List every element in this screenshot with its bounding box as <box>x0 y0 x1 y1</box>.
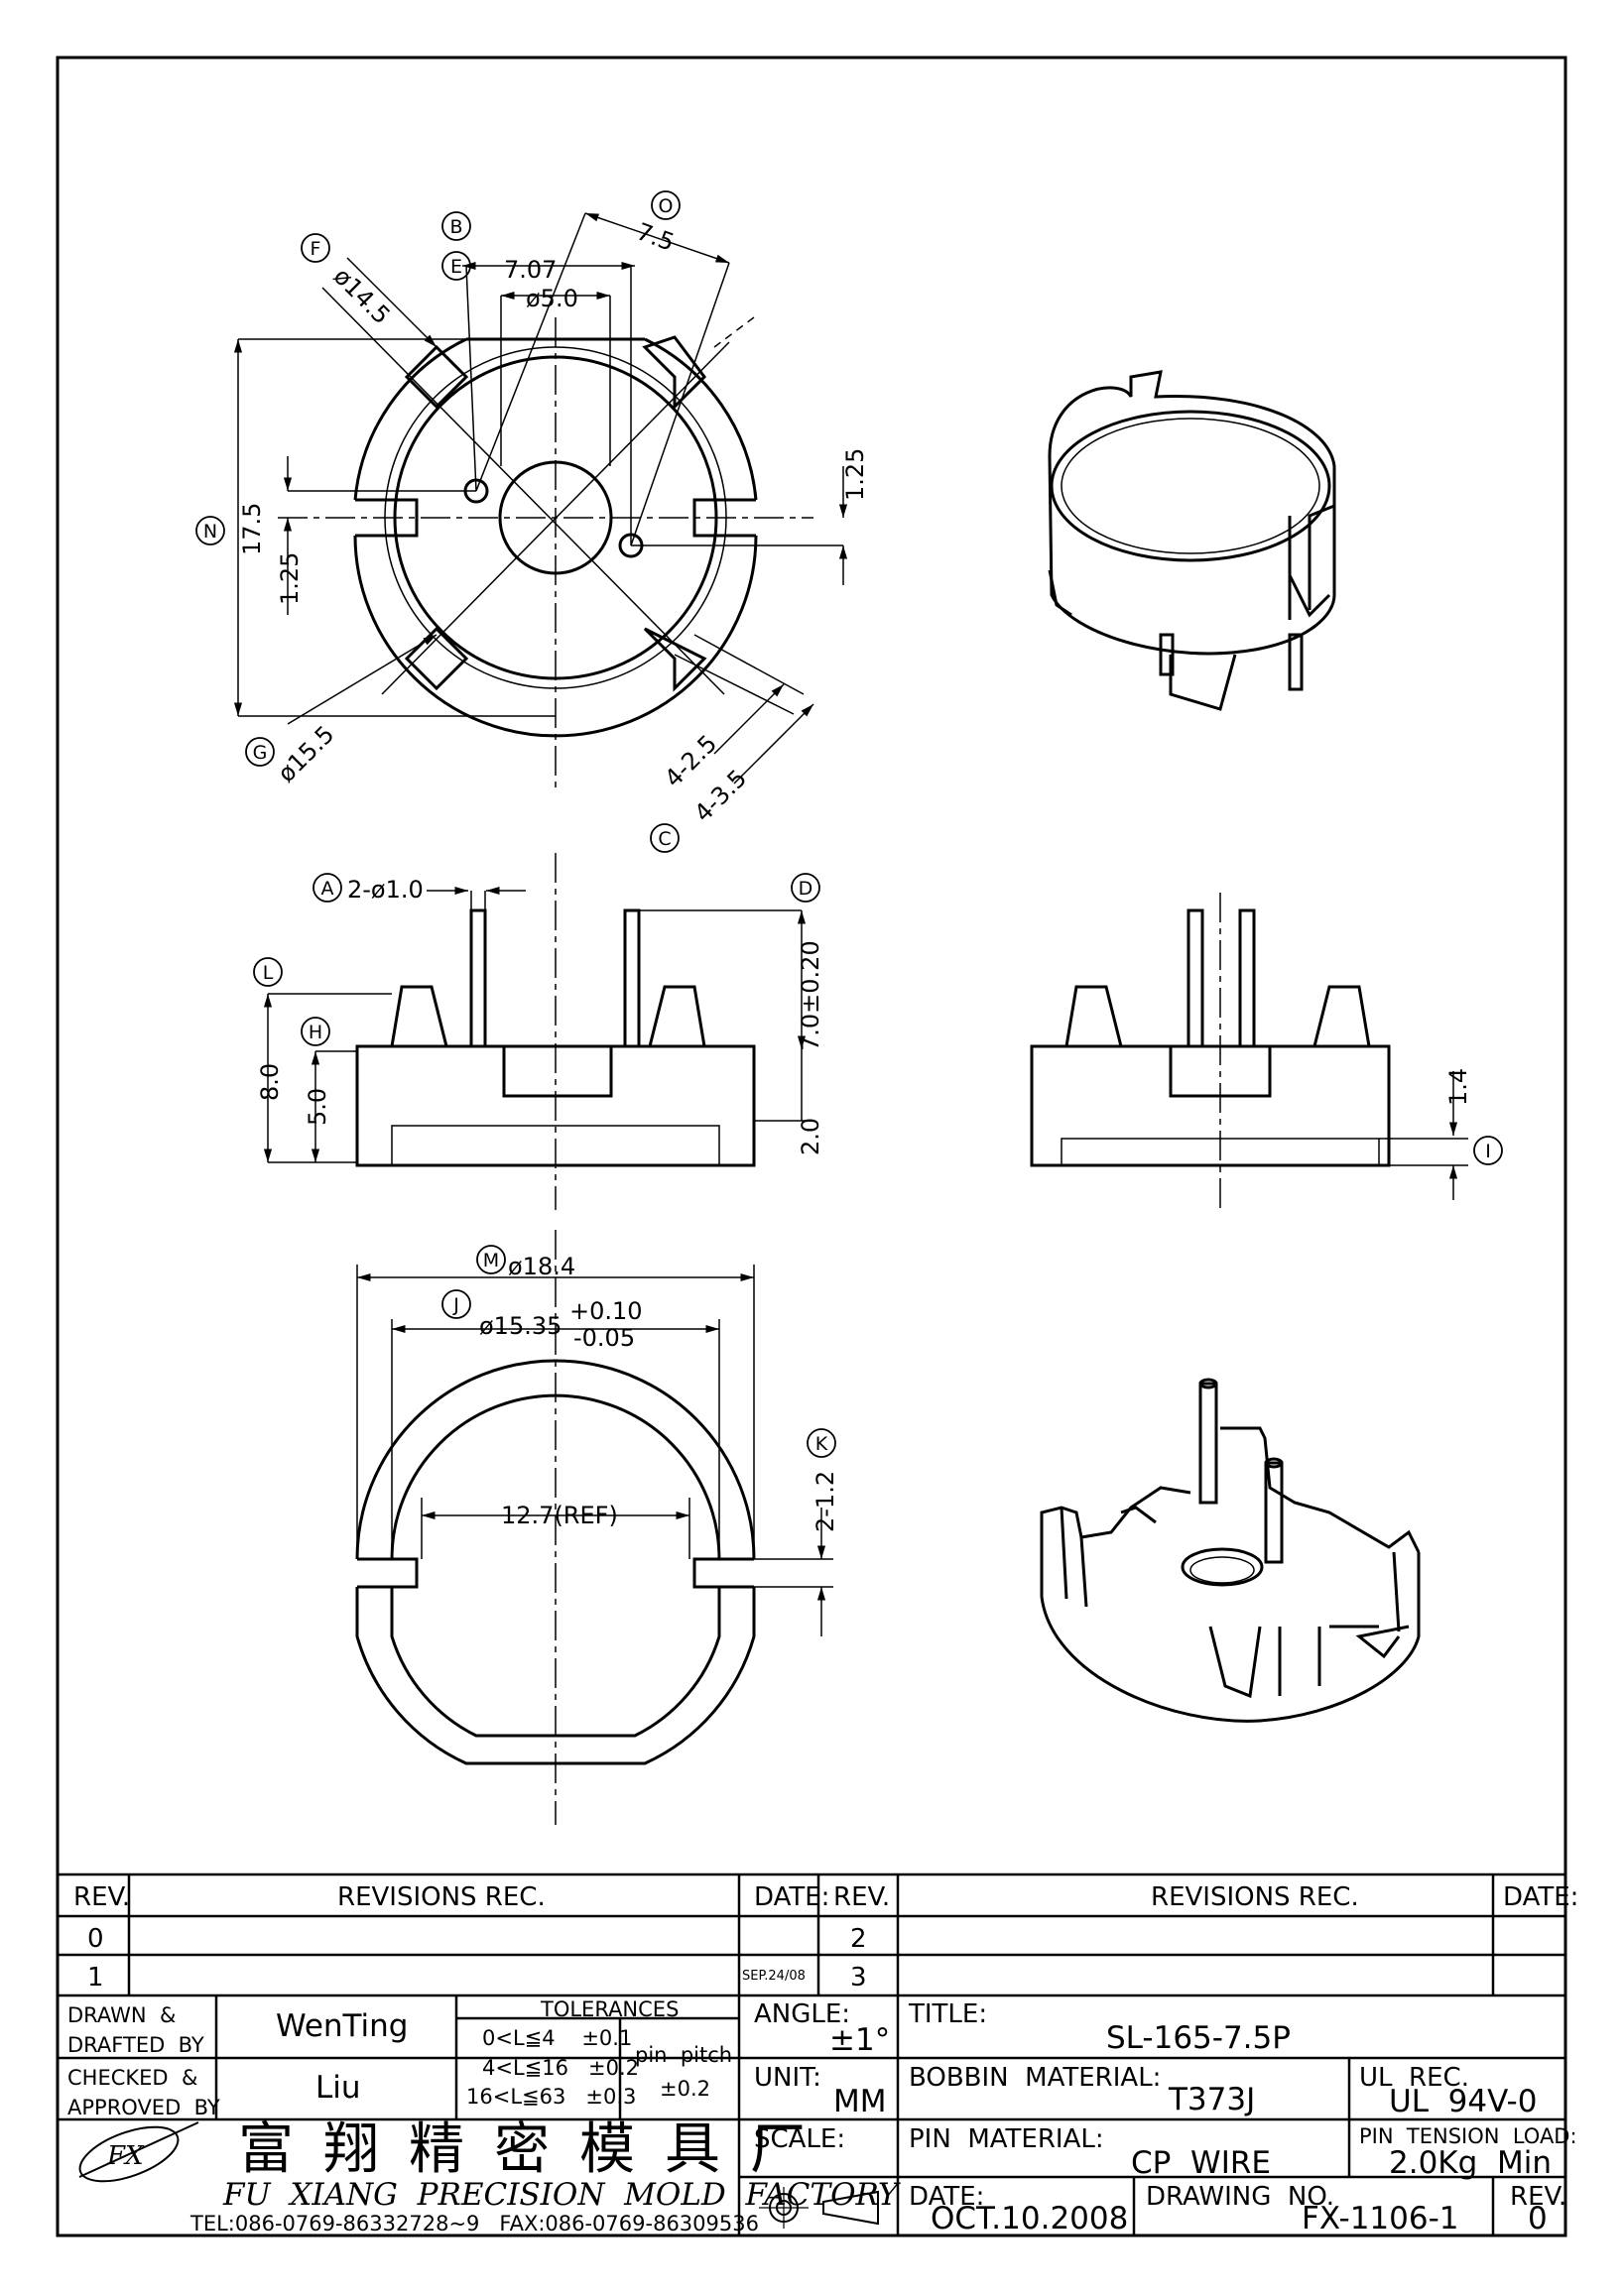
balloon-a <box>312 873 342 903</box>
balloon-d-label: D <box>799 878 813 900</box>
balloon-k <box>807 1428 836 1458</box>
company-logo: FX <box>78 2121 199 2183</box>
balloon-h-label: H <box>309 1022 322 1043</box>
balloon-o-label: O <box>659 195 674 217</box>
balloon-j <box>441 1289 471 1319</box>
balloon-j-label: J <box>452 1294 459 1316</box>
balloon-k-label: K <box>815 1433 828 1455</box>
dim-8-0: 8.0 <box>256 1063 284 1101</box>
dim-2-1-2: 2-1.2 <box>812 1471 839 1532</box>
dim-pin-length: 7.0±0.20 <box>797 940 824 1051</box>
balloon-d <box>791 873 820 903</box>
balloon-c-label: C <box>658 828 671 850</box>
balloon-g-label: G <box>253 742 268 764</box>
balloon-l <box>253 957 283 987</box>
dim-1-25-left: 1.25 <box>276 552 304 605</box>
dim-7-5: 7.5 <box>633 217 678 256</box>
dim-phi-18-4: ø18.4 <box>508 1253 575 1280</box>
dim-12-7-ref: 12.7(REF) <box>501 1502 618 1529</box>
iso-view-top <box>1048 370 1336 711</box>
balloon-i <box>1473 1136 1503 1165</box>
dim-phi-15-5: ø15.5 <box>272 720 339 787</box>
balloon-a-label: A <box>321 878 334 900</box>
dim-phi-15-35: ø15.35 <box>479 1312 562 1340</box>
dim-5-0: 5.0 <box>304 1088 331 1126</box>
dim-17-5: 17.5 <box>238 503 266 555</box>
svg-text:FX: FX <box>106 2141 145 2171</box>
dim-1-4: 1.4 <box>1444 1068 1472 1106</box>
dim-2-0: 2.0 <box>797 1118 824 1155</box>
projection-symbol <box>759 2187 879 2229</box>
balloon-g <box>245 737 275 767</box>
dim-pin-dia: 2-ø1.0 <box>347 876 424 904</box>
iso-view-bottom <box>1040 1378 1421 1723</box>
balloon-h <box>301 1017 330 1046</box>
balloon-m <box>476 1245 506 1274</box>
balloon-f <box>301 233 330 263</box>
dim-tol-minus: -0.05 <box>573 1324 635 1352</box>
front-view <box>263 853 813 1210</box>
title-block-grid <box>58 1873 1565 2236</box>
balloon-e-label: E <box>450 256 462 278</box>
balloon-m-label: M <box>483 1250 499 1271</box>
balloon-e <box>441 251 471 281</box>
dim-1-25-right: 1.25 <box>841 448 869 501</box>
sheet-border <box>56 56 1567 2237</box>
dim-tol-plus: +0.10 <box>569 1297 643 1325</box>
balloon-i-label: I <box>1485 1141 1491 1162</box>
balloon-o <box>651 190 681 220</box>
balloon-l-label: L <box>263 962 274 984</box>
balloon-c <box>650 823 680 853</box>
dim-4-3-5: 4-3.5 <box>688 765 752 828</box>
top-view <box>233 212 848 793</box>
side-view <box>1030 893 1468 1210</box>
balloon-n-label: N <box>203 521 217 543</box>
balloon-b <box>441 211 471 241</box>
balloon-b-label: B <box>449 216 462 238</box>
dim-phi-5-0: ø5.0 <box>526 285 578 312</box>
dim-7-07: 7.07 <box>504 256 557 284</box>
balloon-n <box>195 516 225 545</box>
bottom-view <box>355 1230 833 1825</box>
balloon-f-label: F <box>311 238 321 260</box>
